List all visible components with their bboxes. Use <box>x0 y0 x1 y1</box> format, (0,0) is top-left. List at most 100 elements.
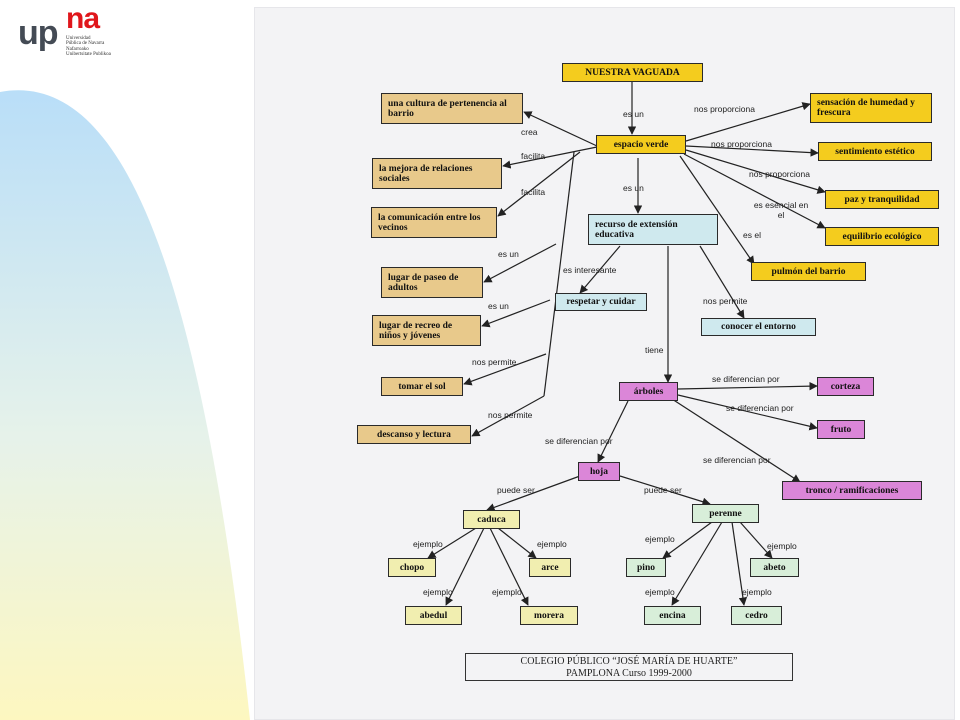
node-corteza: corteza <box>817 377 874 396</box>
edge <box>463 353 547 386</box>
scanned-page <box>254 7 955 720</box>
node-pulmon: pulmón del barrio <box>751 262 866 281</box>
logo-subtitle-line: Universidad <box>66 36 91 41</box>
edge <box>699 245 745 319</box>
edge <box>481 299 551 328</box>
edge <box>677 381 818 391</box>
edge-label: es interesante <box>563 265 617 275</box>
edge-label: se diferencian por <box>726 403 794 413</box>
edge <box>679 155 755 265</box>
node-recreo: lugar de recreo de niños y jóvenes <box>372 315 481 346</box>
node-comunicacion: la comunicación entre los vecinos <box>371 207 497 238</box>
node-equilibrio: equilibrio ecológico <box>825 227 939 246</box>
edge-label: es esencial en el <box>753 200 809 220</box>
node-hoja: hoja <box>578 462 620 481</box>
edge <box>489 527 529 606</box>
edge-label: se diferencian por <box>545 436 613 446</box>
edge-label: ejemplo <box>423 587 453 597</box>
edge-label: tiene <box>645 345 664 355</box>
edge-label: se diferencian por <box>703 455 771 465</box>
edge <box>502 146 598 169</box>
edge-label: crea <box>521 127 538 137</box>
edge <box>739 521 773 559</box>
node-recurso: recurso de extensión educativa <box>588 214 718 245</box>
edge <box>427 527 477 559</box>
node-pino: pino <box>626 558 666 577</box>
node-encina: encina <box>644 606 701 625</box>
logo-na-text: na <box>66 2 100 35</box>
edge-label: es un <box>498 249 519 259</box>
node-fruto: fruto <box>817 420 865 439</box>
edge-label: es el <box>743 230 761 240</box>
node-abedul: abedul <box>405 606 462 625</box>
node-relaciones: la mejora de relaciones sociales <box>372 158 502 189</box>
edge <box>483 243 557 283</box>
node-arboles: árboles <box>619 382 678 401</box>
logo-subtitle-line: Pública de Navarra <box>66 41 105 46</box>
edge <box>523 111 598 147</box>
edge-label: facilita <box>521 187 546 197</box>
edge-label: nos proporciona <box>749 169 810 179</box>
edge-label: es un <box>488 301 509 311</box>
edge <box>685 102 811 142</box>
node-abeto: abeto <box>750 558 799 577</box>
node-descanso: descanso y lectura <box>357 425 471 444</box>
school-footer: COLEGIO PÚBLICO “JOSÉ MARÍA DE HUARTE” P… <box>465 653 793 681</box>
edge <box>731 521 748 606</box>
footer-location-year: PAMPLONA Curso 1999-2000 <box>566 668 692 679</box>
edge-label: puede ser <box>497 485 535 495</box>
node-entorno: conocer el entorno <box>701 318 816 336</box>
edge <box>619 475 711 506</box>
edge-label: ejemplo <box>537 539 567 549</box>
edge-label: facilita <box>521 151 546 161</box>
node-perenne: perenne <box>692 504 759 523</box>
edge-label: es un <box>623 109 644 119</box>
node-estetico: sentimiento estético <box>818 142 932 161</box>
node-chopo: chopo <box>388 558 436 577</box>
edge <box>677 394 818 431</box>
node-cultura: una cultura de pertenencia al barrio <box>381 93 523 124</box>
node-nuestra-vaguada: NUESTRA VAGUADA <box>562 63 703 82</box>
edge <box>671 521 723 606</box>
edge <box>597 400 629 463</box>
edge-label: ejemplo <box>645 587 675 597</box>
edge-label: nos permite <box>472 357 517 367</box>
sidebar-gradient-shape <box>0 90 250 720</box>
node-respetar: respetar y cuidar <box>555 293 647 311</box>
edge <box>486 475 581 512</box>
edge <box>579 245 621 294</box>
edge-label: nos proporciona <box>711 139 772 149</box>
edge-label: nos proporciona <box>694 104 755 114</box>
edge-label: ejemplo <box>742 587 772 597</box>
node-tronco: tronco / ramificaciones <box>782 481 922 500</box>
node-arce: arce <box>529 558 571 577</box>
edge <box>662 521 713 559</box>
node-caduca: caduca <box>463 510 520 529</box>
concept-map-connectors <box>427 82 826 606</box>
edge-label: ejemplo <box>645 534 675 544</box>
edge-label: nos permite <box>488 410 533 420</box>
edge <box>685 149 826 194</box>
edge <box>671 398 801 483</box>
edge-label: se diferencian por <box>712 374 780 384</box>
edge-label: es un <box>623 183 644 193</box>
edge <box>497 151 581 217</box>
edge <box>497 527 537 559</box>
edge <box>445 527 485 606</box>
edge-label: nos permite <box>703 296 748 306</box>
node-paz: paz y tranquilidad <box>825 190 939 209</box>
node-morera: morera <box>520 606 578 625</box>
connector-trunk <box>543 151 575 397</box>
logo-up-text: up <box>18 14 59 52</box>
edge <box>471 395 545 437</box>
edge-label: ejemplo <box>492 587 522 597</box>
node-paseo: lugar de paseo de adultos <box>381 267 483 298</box>
edge <box>685 145 819 157</box>
edge-label: puede ser <box>644 485 682 495</box>
logo-subtitle-line: Nafarroako <box>66 47 89 52</box>
node-cedro: cedro <box>731 606 782 625</box>
edge-label: ejemplo <box>767 541 797 551</box>
edge <box>683 153 826 229</box>
footer-school-name: COLEGIO PÚBLICO “JOSÉ MARÍA DE HUARTE” <box>520 656 738 667</box>
sidebar-decoration: up na Universidad Pública de Navarra Naf… <box>0 0 255 720</box>
